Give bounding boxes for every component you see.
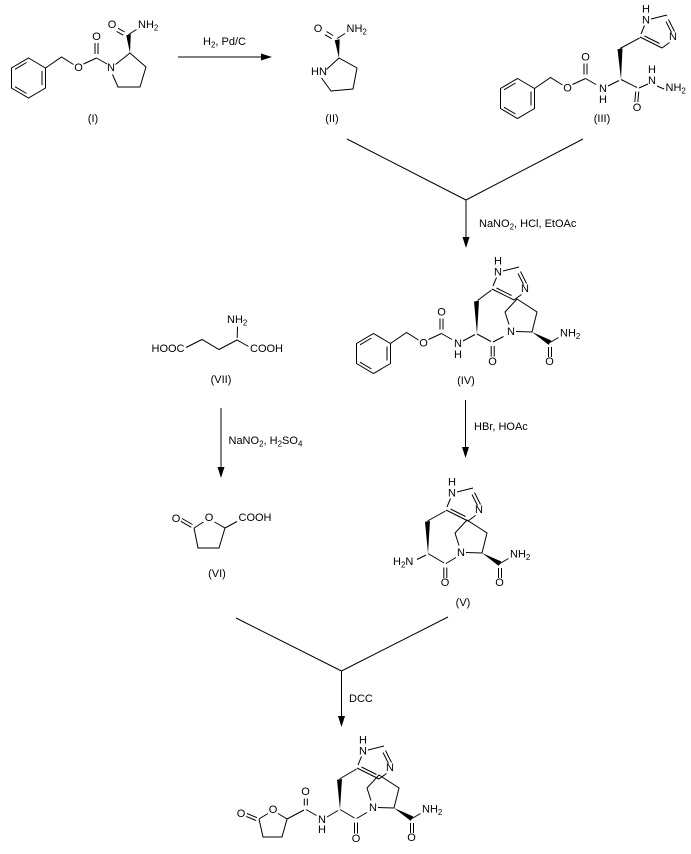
atom-o-amide: O: [441, 577, 450, 589]
structure-iii: N H O N H NH2 (III): [501, 3, 687, 125]
atom-o-exo: O: [172, 513, 181, 525]
structure-vii: NH2 HOOC COOH (VII): [152, 314, 284, 386]
reagent-label-dcc: DCC: [349, 693, 373, 705]
reagent-label-hbr-hoac: HBr, HOAc: [474, 421, 528, 433]
arrow-h2-pdc: H2, Pd/C: [178, 36, 272, 61]
atom-hydrazide-n: N: [648, 75, 656, 87]
compound-label-i: (I): [88, 113, 98, 125]
atom-nh2: NH2: [138, 19, 159, 33]
atom-o-amide: O: [488, 356, 497, 368]
atom-hydrazide-h: H: [648, 64, 656, 76]
atom-hooc: HOOC: [152, 343, 185, 355]
atom-n: N: [454, 338, 462, 350]
atom-nh2: NH2: [227, 314, 248, 328]
compound-label-ii: (II): [325, 113, 338, 125]
compound-label-vii: (VII): [211, 374, 232, 386]
compound-label-iii: (III): [594, 113, 611, 125]
atom-o-exo: O: [237, 808, 246, 820]
atom-n: N: [107, 62, 115, 74]
atom-nh: H: [318, 824, 326, 836]
structure-ii: O NH2 HN (II): [311, 23, 367, 125]
atom-nh2: NH2: [347, 23, 368, 37]
structure-vi: O O COOH (VI): [172, 512, 272, 580]
atom-o-amide: O: [352, 833, 361, 845]
arrow-hbr-hoac: HBr, HOAc: [462, 400, 528, 458]
atom-cooh: COOH: [250, 343, 283, 355]
atom-nh: H: [454, 349, 462, 361]
atom-n: N: [599, 83, 607, 95]
atom-nh: H: [599, 94, 607, 106]
structure-iv: N H O (IV): [357, 255, 582, 387]
structure-product: O O O N H O: [237, 734, 444, 845]
reagent-label-nano2-hcl-etoac: NaNO2, HCl, EtOAc: [479, 218, 577, 232]
arrow-dcc: DCC: [235, 616, 449, 727]
atom-n: N: [318, 814, 326, 826]
atom-o-ring: O: [205, 512, 214, 524]
atom-hn: HN: [311, 66, 327, 78]
atom-o-carbonyl: O: [301, 786, 310, 798]
structure-v: H2N O (V): [393, 476, 532, 609]
atom-cooh: COOH: [239, 512, 272, 524]
structure-i: N O NH2 (I): [12, 19, 159, 125]
atom-nh2: NH2: [666, 82, 687, 96]
compound-label-vi: (VI): [208, 568, 226, 580]
arrow-nano2-h2so4: NaNO2, H2SO4: [217, 408, 303, 478]
atom-h2n: H2N: [393, 556, 413, 570]
atom-o-ring: O: [269, 804, 278, 816]
compound-label-iv: (IV): [457, 375, 475, 387]
compound-label-v: (V): [456, 597, 471, 609]
reagent-label-h2-pdc: H2, Pd/C: [203, 36, 246, 50]
atom-o-amide: O: [108, 19, 117, 31]
atom-o-amide: O: [314, 23, 323, 35]
atom-o-amide: O: [633, 102, 642, 114]
arrow-nano2-hcl-etoac: NaNO2, HCl, EtOAc: [346, 138, 584, 248]
reagent-label-nano2-h2so4: NaNO2, H2SO4: [229, 435, 303, 449]
